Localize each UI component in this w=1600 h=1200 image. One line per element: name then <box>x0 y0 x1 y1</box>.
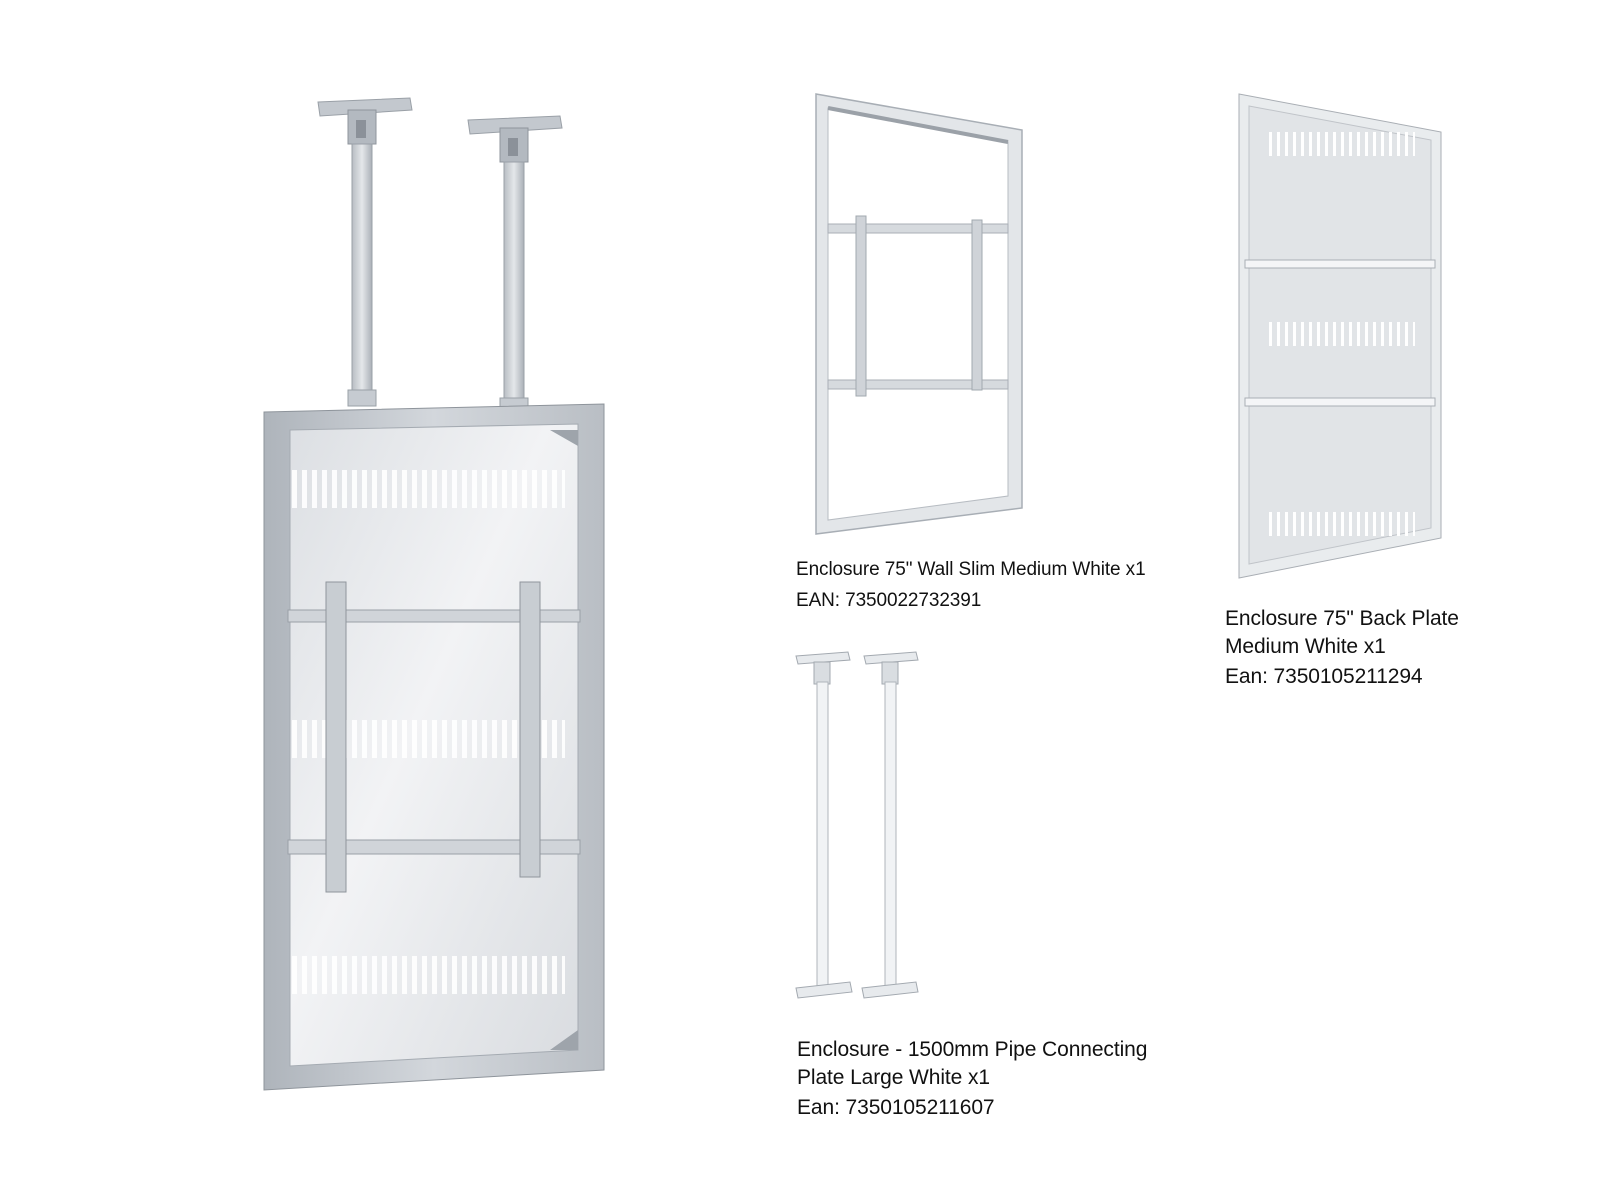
pipe-ean: Ean: 7350105211607 <box>797 1096 995 1119</box>
back-plate-caption: Enclosure 75" Back Plate Medium White x1… <box>1225 605 1459 691</box>
enclosure-frame <box>263 403 605 1091</box>
wall-slim-name: Enclosure 75" Wall Slim Medium White x1 <box>796 559 1146 580</box>
wall-slim-ean: EAN: 7350022732391 <box>796 590 982 611</box>
back-plate-name-line1: Enclosure 75" Back Plate <box>1225 607 1459 630</box>
back-plate-ean: Ean: 7350105211294 <box>1225 665 1423 688</box>
wall-slim-caption: Enclosure 75" Wall Slim Medium White x1 … <box>796 554 1146 616</box>
pole-left <box>351 143 373 405</box>
pipe-right <box>861 651 919 999</box>
back-plate-name-line2: Medium White x1 <box>1225 635 1386 658</box>
pipe-name-line2: Plate Large White x1 <box>797 1066 990 1089</box>
back-plate <box>1238 93 1442 579</box>
pipes-image <box>795 651 919 999</box>
pipe-left <box>795 651 853 999</box>
wall-slim-frame <box>815 93 1023 535</box>
wall-slim-frame-image <box>815 93 1023 535</box>
back-plate-image <box>1238 93 1442 579</box>
vesa-bracket <box>287 581 581 893</box>
ceiling-plate-left <box>317 97 413 145</box>
pipe-name-line1: Enclosure - 1500mm Pipe Connecting <box>797 1038 1148 1061</box>
ceiling-plate-right <box>467 115 563 163</box>
pole-right <box>503 161 525 413</box>
ceiling-enclosure-image <box>263 97 605 1091</box>
pipe-caption: Enclosure - 1500mm Pipe Connecting Plate… <box>797 1036 1147 1122</box>
